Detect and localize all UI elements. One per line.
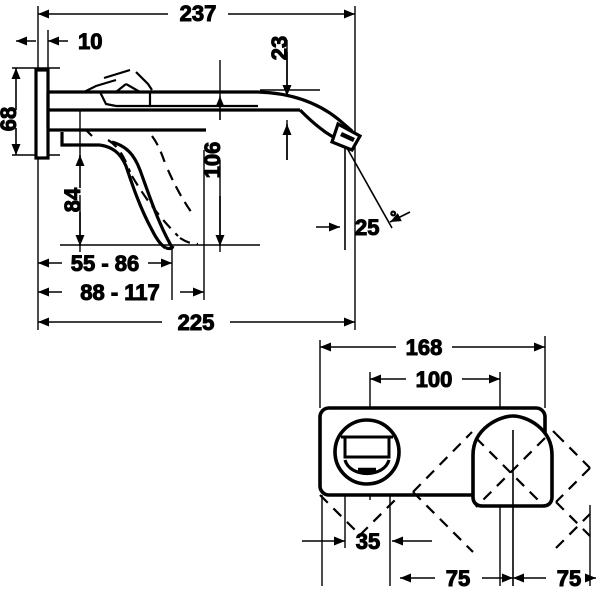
dimension-23: 23: [267, 35, 293, 160]
dimension-100: 100: [370, 367, 500, 393]
dimension-88-117-label: 88 - 117: [80, 280, 160, 305]
dimension-68: 68: [0, 68, 22, 155]
dimension-84-label: 84: [60, 187, 85, 212]
dimension-68-label: 68: [0, 107, 21, 131]
dimension-225: 225: [38, 310, 355, 336]
dimension-10: 10: [16, 29, 103, 55]
side-view-extension-lines: [12, 6, 356, 330]
dimension-75-right: 75: [513, 566, 596, 592]
lever-handle-side: [46, 92, 206, 251]
dimension-10-label: 10: [78, 29, 102, 54]
dimension-23-label: 23: [267, 36, 292, 60]
dimension-225-label: 225: [178, 310, 215, 335]
dimension-168-label: 168: [406, 335, 443, 360]
dimension-106: 106: [200, 96, 226, 246]
aerator-outlet-side: [330, 121, 363, 153]
spout-body-side: [48, 90, 354, 144]
dimension-75-left-label: 75: [446, 566, 470, 591]
dimension-35: 35: [302, 529, 432, 555]
wall-plate-side: [34, 68, 50, 160]
dimension-237: 237: [38, 1, 355, 27]
degree-symbol: °: [390, 209, 396, 226]
dimension-35-label: 35: [356, 529, 380, 554]
lever-swing-range-dashed: [319, 430, 591, 553]
handle-alternate-position-dashed: [107, 135, 199, 246]
dimension-55-86-label: 55 - 86: [71, 251, 140, 276]
dimension-100-label: 100: [416, 367, 453, 392]
dimension-75-left: 75: [400, 566, 513, 592]
dimension-237-label: 237: [180, 1, 217, 26]
handle-detail-marks-side: [62, 68, 258, 137]
outlet-circle-front: [333, 418, 401, 486]
dimension-75-right-label: 75: [557, 566, 581, 591]
dimension-55-86: 55 - 86: [38, 251, 172, 277]
dimension-88-117: 88 - 117: [38, 280, 204, 306]
angle-leader-lines: [344, 147, 393, 250]
dimension-25-label: 25: [355, 215, 379, 240]
dimension-25-degrees: 25 °: [316, 209, 411, 241]
dimension-106-label: 106: [200, 142, 225, 179]
dimension-84: 84: [60, 155, 86, 246]
dimension-168: 168: [320, 335, 545, 361]
